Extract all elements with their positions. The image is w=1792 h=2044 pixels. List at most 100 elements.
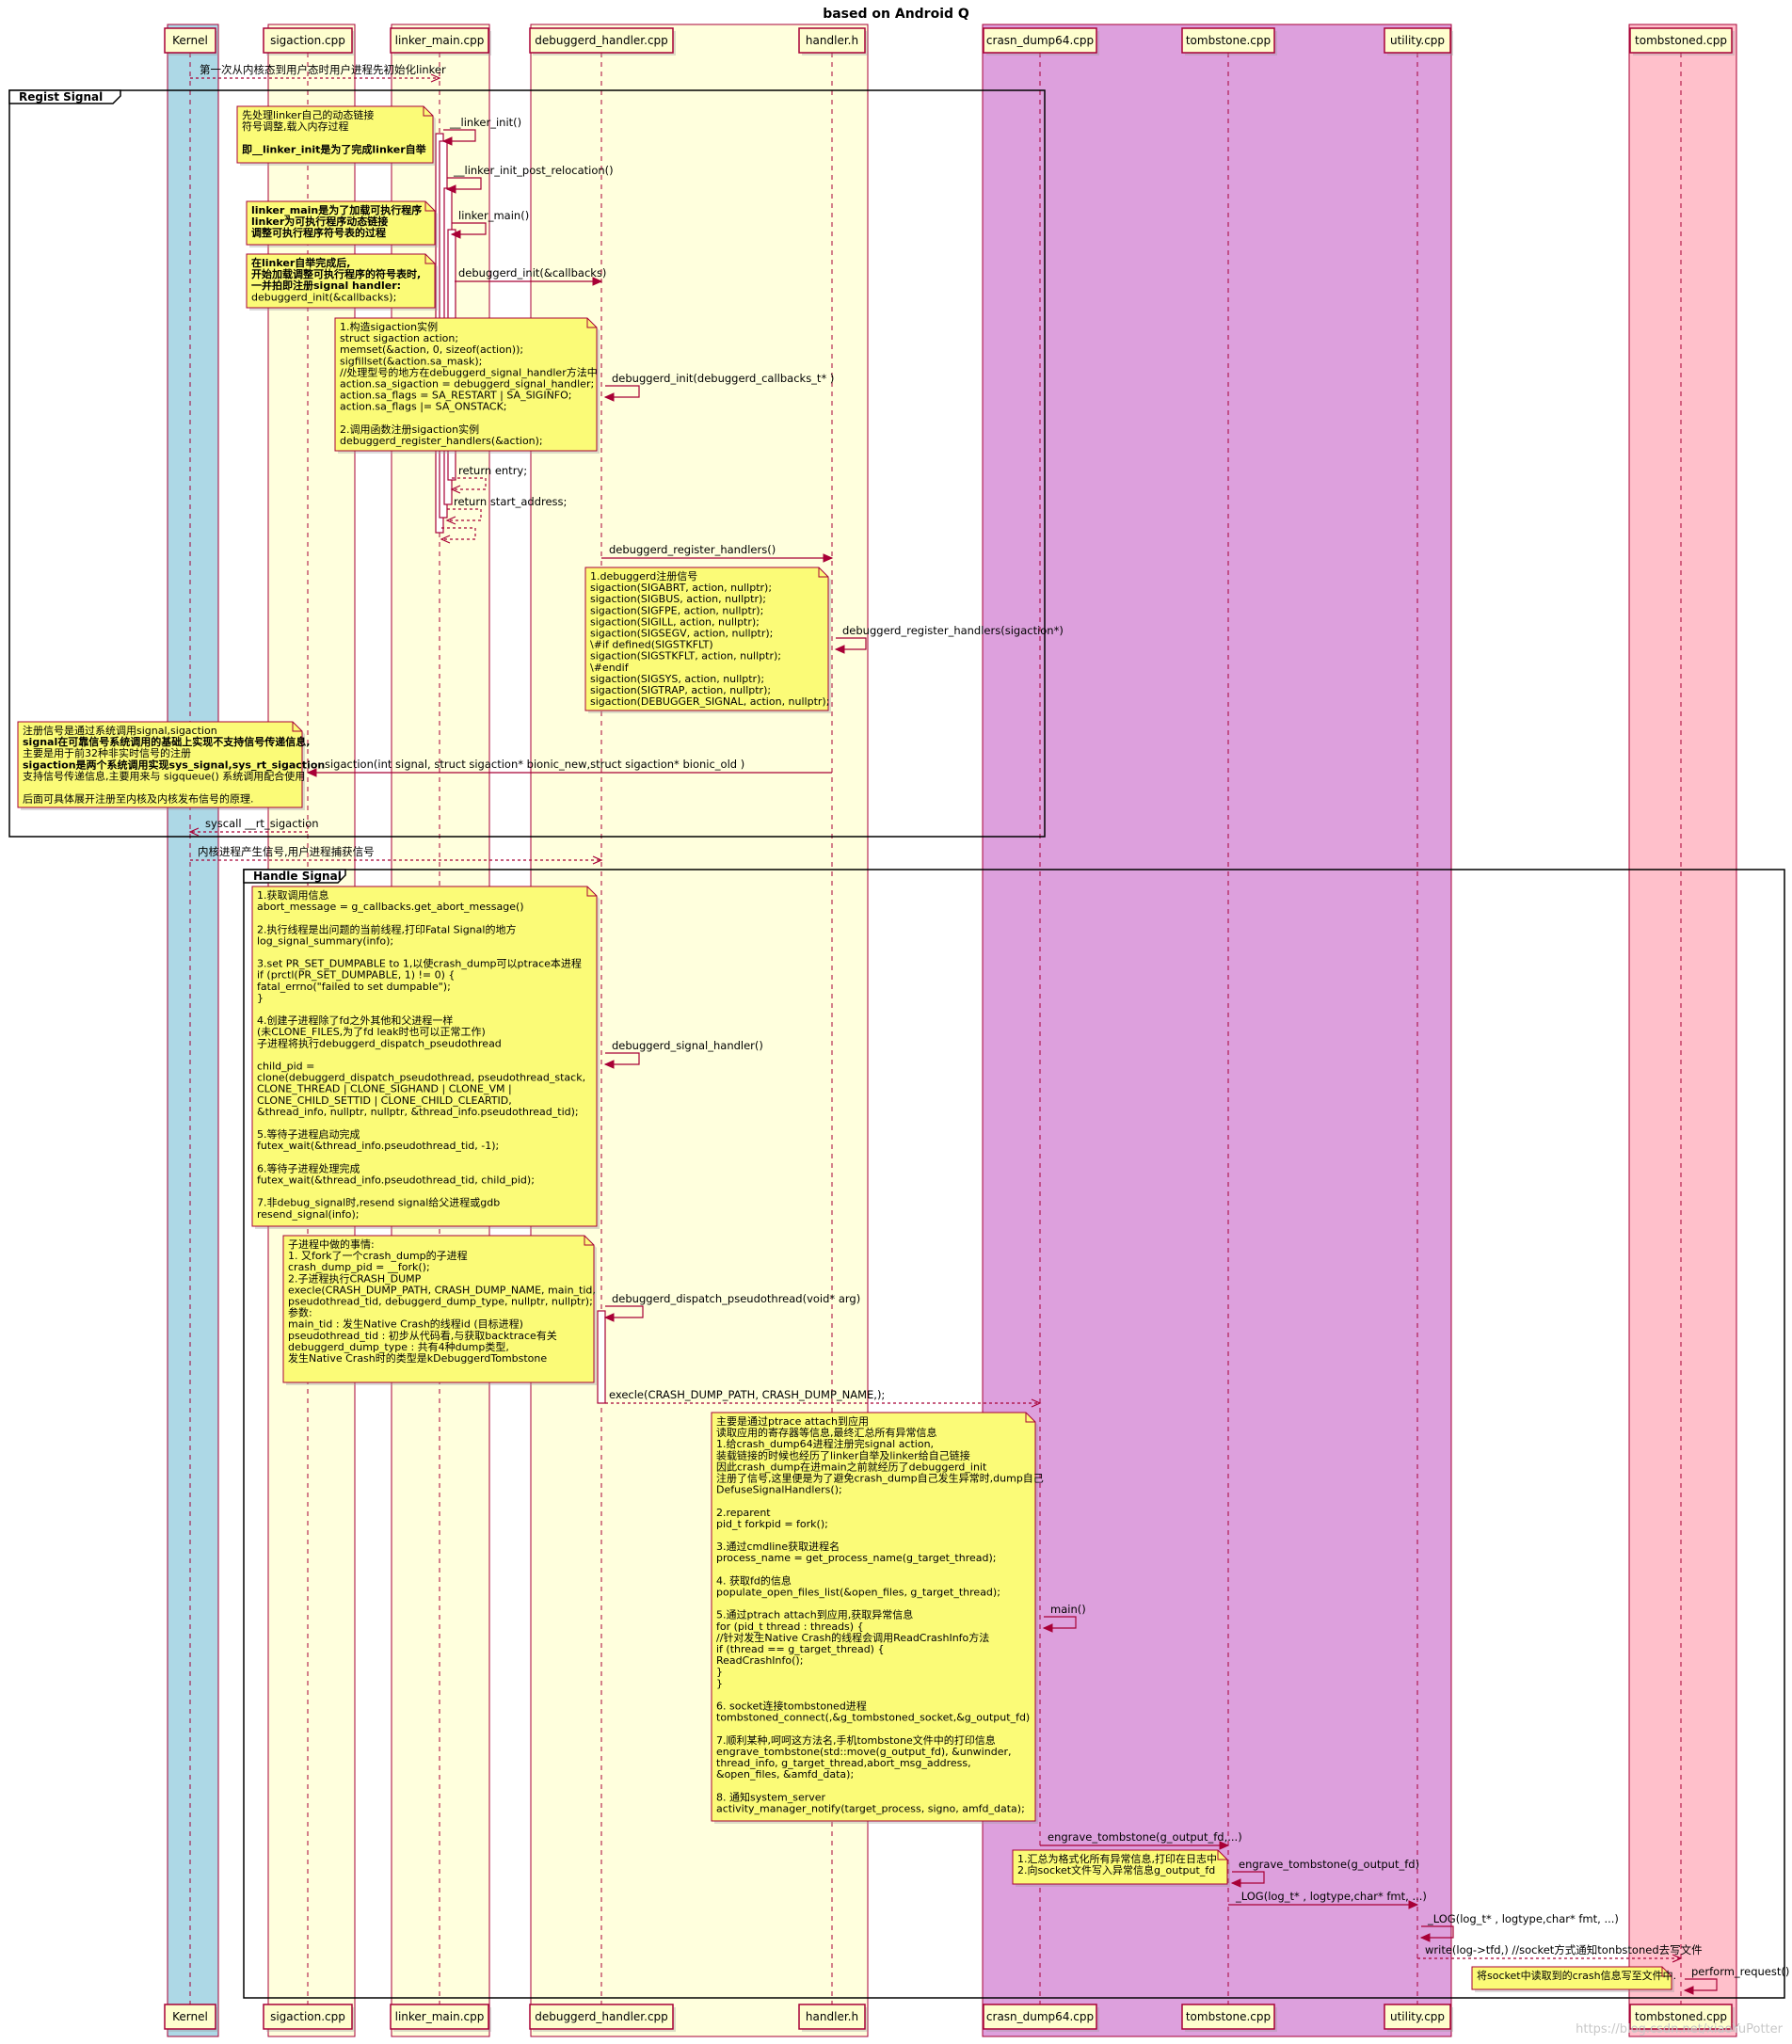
arrow-head (440, 535, 451, 544)
note-line: //针对发生Native Crash的线程会调用ReadCrashInfo方法 (716, 1631, 989, 1644)
message-arrow (447, 177, 482, 190)
note-line: if (prctl(PR_SET_DUMPABLE, 1) != 0) { (257, 969, 455, 982)
diagram-title: based on Android Q (823, 7, 969, 22)
note-line: 开始加载调整可执行程序的符号表时, (251, 267, 421, 280)
note-box (1012, 1849, 1228, 1885)
linker-participant-label: linker_main.cpp (395, 34, 485, 47)
crash-participant-head (983, 27, 1097, 54)
tombstoned-participant-foot (1629, 2004, 1733, 2030)
note-line: linker为可执行程序动态链接 (251, 215, 388, 228)
note-line: 6.等待子进程处理完成 (257, 1161, 360, 1174)
kernel-participant-label: Kernel (172, 34, 208, 47)
note-line: tombstoned_connect(,&g_tombstoned_socket… (716, 1712, 1030, 1724)
arrow-head (1683, 1986, 1694, 1995)
arrow-head (834, 645, 845, 654)
message-label: debuggerd_signal_handler() (612, 1039, 763, 1052)
note-line: \#if defined(SIGSTKFLT) (590, 639, 713, 651)
sigaction-participant-head (263, 27, 353, 54)
note-line: sigaction(DEBUGGER_SIGNAL, action, nullp… (590, 695, 829, 708)
note-line: 读取应用的寄存器等信息,最终汇总所有异常信息 (716, 1426, 937, 1439)
utility-participant-head (1384, 27, 1451, 54)
arrow-head (1672, 1954, 1683, 1963)
note-line: sigaction(SIGSEGV, action, nullptr); (590, 628, 773, 640)
note-line: debuggerd_init(&callbacks); (251, 291, 396, 303)
message-arrow (605, 1305, 644, 1318)
sigaction-participant-foot (263, 2004, 353, 2030)
message-label: return entry; (458, 464, 527, 477)
arrow-head (1042, 1623, 1053, 1633)
utility-participant-label: utility.cpp (1390, 2010, 1445, 2023)
note-box (334, 317, 598, 452)
message-arrow (605, 385, 640, 398)
message-label: debuggerd_init(debuggerd_callbacks_t* ) (612, 372, 834, 385)
note-line: 参数: (288, 1306, 312, 1319)
message-label: engrave_tombstone(g_output_fd,...) (1048, 1830, 1242, 1844)
message-label: debuggerd_init(&callbacks) (458, 266, 606, 279)
note-line: memset(&action, 0, sizeof(action)); (340, 343, 523, 356)
message-label: debuggerd_register_handlers() (609, 543, 776, 556)
arrow-head (430, 73, 441, 83)
note-line: sigaction(SIGSYS, action, nullptr); (590, 673, 764, 685)
message-arrow (1685, 1978, 1718, 1991)
note-fold (584, 1236, 594, 1246)
message-label: return start_address; (454, 495, 567, 508)
note-line: 3.set PR_SET_DUMPABLE to 1,以使crash_dump可… (257, 957, 582, 970)
message-arrow (443, 129, 476, 142)
note-line: 注册了信号,这里便是为了避免crash_dump自己发生异常时,dump自己 (716, 1472, 1044, 1485)
note-line: abort_message = g_callbacks.get_abort_me… (257, 901, 524, 913)
handler-participant-label: handler.h (806, 34, 858, 47)
tombstoned-group (1628, 24, 1737, 2037)
note-line: action.sa_sigaction = debuggerd_signal_h… (340, 378, 594, 391)
arrow-head (1219, 1841, 1230, 1850)
note-line: ReadCrashInfo(); (716, 1654, 803, 1667)
note-line: (未CLONE_FILES,为了fd leak时也可以正常工作) (257, 1026, 486, 1038)
note-line: } (716, 1666, 723, 1678)
arrow-head (450, 230, 461, 239)
note-fold (423, 106, 433, 117)
frame-2 (243, 869, 1785, 1999)
message-arrow (1421, 1925, 1454, 1939)
tombstoned-participant-label: tombstoned.cpp (1635, 2010, 1727, 2023)
tombstone-participant-head (1181, 27, 1275, 54)
arrow-head (603, 392, 615, 402)
note-fold (586, 318, 597, 328)
note-line: sigaction(SIGBUS, action, nullptr); (590, 593, 766, 605)
debuggerd-participant-label: debuggerd_handler.cpp (535, 34, 668, 47)
note-line: resend_signal(info); (257, 1208, 359, 1221)
note-line: 1.构造sigaction实例 (340, 320, 438, 333)
linker-participant-label: linker_main.cpp (395, 2010, 485, 2023)
message-label: execle(CRASH_DUMP_PATH, CRASH_DUMP_NAME,… (609, 1388, 885, 1401)
note-line: 2.向socket文件写入异常信息g_output_fd (1017, 1863, 1215, 1876)
note-line: fatal_errno("failed to set dumpable"); (257, 981, 451, 993)
kernel-participant-foot (164, 2004, 216, 2030)
note-line: //处理型号的地方在debuggerd_signal_handler方法中 (340, 365, 598, 378)
watermark: https://blog.csdn.net/xiaoYuPotter (1576, 2022, 1783, 2036)
arrow-head (450, 485, 461, 494)
note-line: 1. 又fork了一个crash_dump的子进程 (288, 1249, 468, 1262)
note-line: sigaction(SIGILL, action, nullptr); (590, 615, 760, 628)
sigaction-participant-label: sigaction.cpp (270, 2010, 345, 2023)
message-label: main() (1050, 1603, 1086, 1616)
message-arrow (452, 477, 487, 490)
note-box (282, 1235, 595, 1383)
message-label: __linker_init() (449, 116, 521, 129)
note-line: if (thread == g_target_thread) { (716, 1643, 884, 1655)
note-box (584, 567, 829, 711)
note-line: 子进程中做的事情: (288, 1238, 375, 1251)
arrow-head (1419, 1933, 1431, 1942)
message-arrow (605, 1052, 640, 1065)
note-box (236, 105, 434, 164)
note-line: clone(debuggerd_dispatch_pseudothread, p… (257, 1072, 585, 1084)
note-fold (1217, 1850, 1227, 1860)
note-line: 2.执行线程是出问题的当前线程,打印Fatal Signal的地方 (257, 922, 516, 935)
note-line: 在linker自举完成后, (251, 256, 350, 269)
arrow-head (1408, 1900, 1419, 1909)
note-line: activity_manager_notify(target_process, … (716, 1802, 1025, 1814)
arrow-head (592, 855, 603, 865)
message-label: engrave_tombstone(g_output_fd) (1239, 1858, 1419, 1871)
note-line: 后面可具体展开注册至内核及内核发布信号的原理. (23, 792, 254, 806)
note-line: 2.reparent (716, 1507, 771, 1519)
note-line: 1.汇总为格式化所有异常信息,打印在日志中 (1017, 1852, 1217, 1865)
note-fold (292, 722, 302, 732)
